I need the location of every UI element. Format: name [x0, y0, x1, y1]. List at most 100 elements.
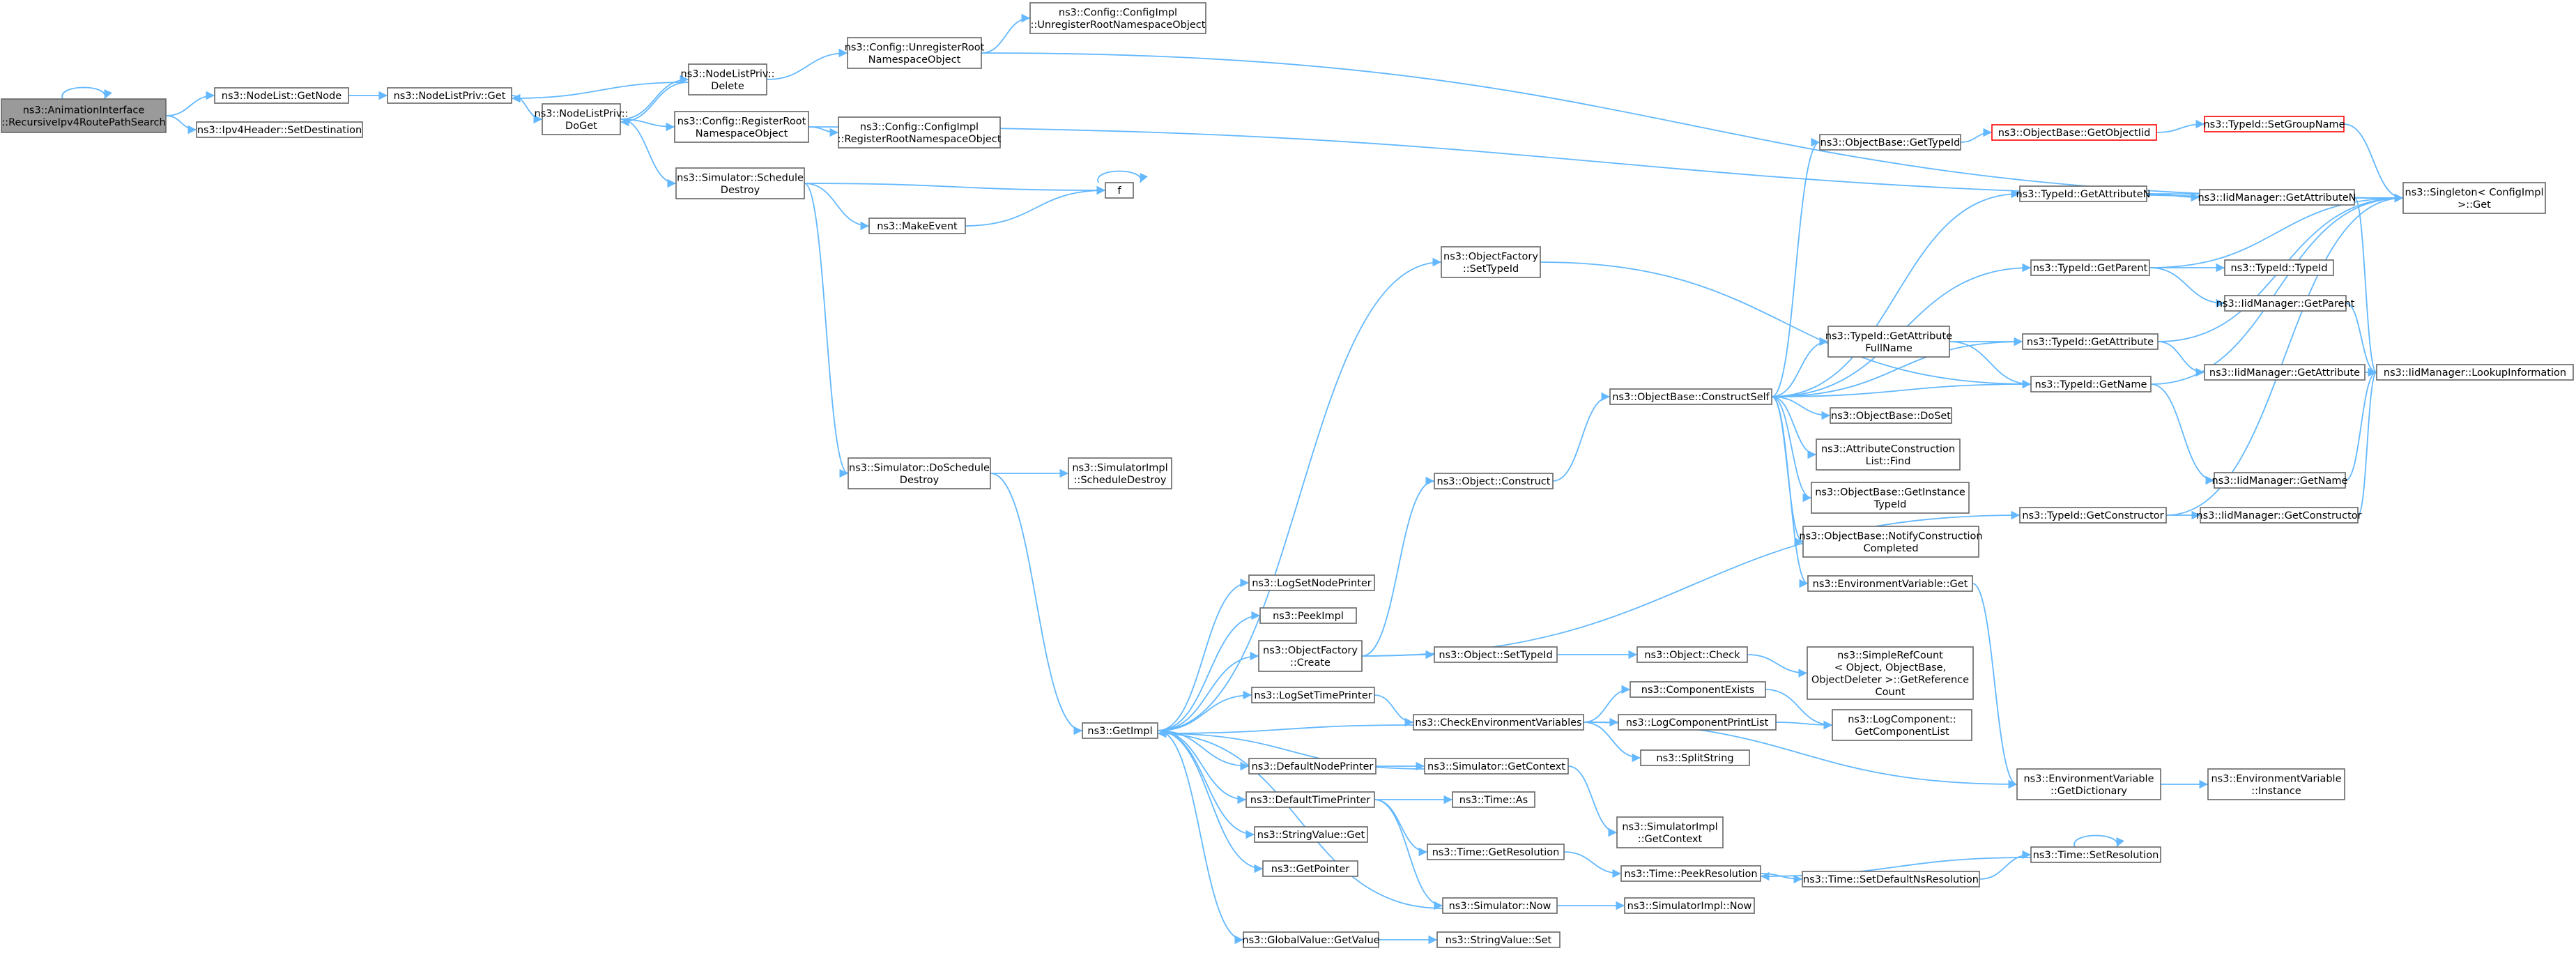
node-getimpl[interactable]: ns3::GetImpl [1082, 722, 1158, 739]
node-box [1, 98, 167, 133]
node-defaultnodeprinter[interactable]: ns3::DefaultNodePrinter [1248, 758, 1377, 775]
node-iidmgr-getconstructor[interactable]: ns3::IidManager::GetConstructor [2196, 507, 2362, 524]
edge [2343, 123, 2404, 203]
node-object-construct[interactable]: ns3::Object::Construct [1434, 473, 1554, 489]
edge [1157, 578, 1250, 731]
node-iidmgr-getattributen[interactable]: ns3::IidManager::GetAttributeN [2198, 189, 2356, 206]
edge [1157, 729, 1425, 770]
node-label: ns3::NodeListPriv:: [681, 68, 775, 79]
node-typeid-setgroupname[interactable]: ns3::TypeId::SetGroupName [2203, 116, 2345, 132]
node-time-as[interactable]: ns3::Time::As [1452, 791, 1535, 808]
node-splitstring[interactable]: ns3::SplitString [1640, 749, 1750, 766]
node-time-setdefaultns[interactable]: ns3::Time::SetDefaultNsResolution [1802, 871, 1980, 887]
node-iidmgr-getparent[interactable]: ns3::IidManager::GetParent [2216, 295, 2355, 312]
node-label: Destroy [900, 475, 940, 486]
node-label: ::UnregisterRootNamespaceObject [1031, 20, 1206, 31]
edge [1771, 137, 1820, 397]
node-label: ::GetDictionary [2050, 786, 2127, 797]
node-cfgimpl-reg[interactable]: ns3::Config::ConfigImpl::RegisterRootNam… [838, 116, 1002, 148]
node-cfg-unreg[interactable]: ns3::Config::UnregisterRootNamespaceObje… [845, 37, 985, 69]
node-singleton-get[interactable]: ns3::Singleton< ConfigImpl >::Get [2402, 182, 2546, 214]
node-stringvalue-get[interactable]: ns3::StringValue::Get [1254, 826, 1368, 843]
node-simimpl-now[interactable]: ns3::SimulatorImpl::Now [1624, 897, 1755, 914]
node-label: ns3::LogSetTimePrinter [1254, 690, 1372, 701]
node-envvar-getdict[interactable]: ns3::EnvironmentVariable::GetDictionary [2016, 768, 2161, 800]
node-typeid-typeid[interactable]: ns3::TypeId::TypeId [2224, 259, 2334, 276]
node-iidmgr-lookup[interactable]: ns3::IidManager::LookupInformation [2376, 364, 2574, 381]
node-time-peekresolution[interactable]: ns3::Time::PeekResolution [1620, 865, 1761, 882]
node-nl-getnode[interactable]: ns3::NodeList::GetNode [214, 87, 349, 104]
edge [2150, 383, 2215, 485]
node-simimpl-getcontext[interactable]: ns3::SimulatorImpl::GetContext [1616, 816, 1724, 848]
node-nlp-get[interactable]: ns3::NodeListPriv::Get [387, 87, 512, 104]
node-typeid-getparent[interactable]: ns3::TypeId::GetParent [2030, 259, 2150, 276]
node-box [1262, 860, 1358, 877]
node-objfactory-settypeid[interactable]: ns3::ObjectFactory::SetTypeId [1441, 246, 1541, 278]
node-label: ns3::EnvironmentVariable [2023, 773, 2154, 784]
edge [2157, 341, 2205, 377]
node-box [1618, 714, 1777, 731]
node-componentexists[interactable]: ns3::ComponentExists [1630, 681, 1766, 698]
node-label: ns3::Time::SetDefaultNsResolution [1803, 874, 1979, 885]
node-globalvalue-getvalue[interactable]: ns3::GlobalValue::GetValue [1242, 931, 1380, 948]
node-box [1802, 871, 1980, 887]
node-object-check[interactable]: ns3::Object::Check [1636, 646, 1748, 663]
edge [981, 13, 1031, 54]
node-logcomp-getlist[interactable]: ns3::LogComponent::GetComponentList [1832, 709, 1972, 741]
node-makeevent[interactable]: ns3::MakeEvent [868, 218, 966, 234]
node-box [1029, 2, 1206, 34]
node-label: ns3::TypeId::GetParent [2033, 263, 2148, 274]
node-typeid-getattributen[interactable]: ns3::TypeId::GetAttributeN [2016, 185, 2151, 202]
node-simimpl-schedule[interactable]: ns3::SimulatorImpl::ScheduleDestroy [1068, 457, 1172, 489]
node-ipv4-setdest[interactable]: ns3::Ipv4Header::SetDestination [196, 121, 363, 138]
node-cfg-reg[interactable]: ns3::Config::RegisterRootNamespaceObject [674, 111, 809, 143]
node-defaulttimeprinter[interactable]: ns3::DefaultTimePrinter [1245, 791, 1375, 808]
node-objfactory-create[interactable]: ns3::ObjectFactory::Create [1258, 640, 1363, 672]
node-objbase-gettypeid[interactable]: ns3::ObjectBase::GetTypeId [1819, 134, 1961, 151]
edge [1972, 583, 2018, 789]
node-getpointer[interactable]: ns3::GetPointer [1262, 860, 1358, 877]
node-label: NamespaceObject [868, 54, 961, 66]
node-simplerefcount[interactable]: ns3::SimpleRefCount< Object, ObjectBase,… [1807, 646, 1974, 700]
node-typeid-getattribute[interactable]: ns3::TypeId::GetAttribute [2022, 333, 2159, 350]
edge [1960, 128, 1993, 143]
node-sim-schedule[interactable]: ns3::Simulator::ScheduleDestroy [675, 167, 805, 199]
node-objbase-notify[interactable]: ns3::ObjectBase::NotifyConstructionCompl… [1799, 526, 1983, 558]
node-logsettimeprinter[interactable]: ns3::LogSetTimePrinter [1251, 687, 1375, 703]
node-logsetnodeprinter[interactable]: ns3::LogSetNodePrinter [1248, 574, 1375, 591]
node-iidmgr-getattribute[interactable]: ns3::IidManager::GetAttribute [2204, 364, 2366, 381]
node-sim-now[interactable]: ns3::Simulator::Now [1442, 897, 1558, 914]
node-nlp-doget[interactable]: ns3::NodeListPriv::DoGet [535, 103, 629, 135]
node-sim-getcontext[interactable]: ns3::Simulator::GetContext [1424, 758, 1569, 775]
node-typeid-getname[interactable]: ns3::TypeId::GetName [2030, 376, 2152, 392]
node-f[interactable]: f [1105, 182, 1134, 199]
edge [1361, 476, 1435, 657]
node-peekimpl[interactable]: ns3::PeekImpl [1259, 607, 1357, 624]
node-checkenvvars[interactable]: ns3::CheckEnvironmentVariables [1413, 714, 1584, 731]
node-objbase-constructself[interactable]: ns3::ObjectBase::ConstructSelf [1609, 388, 1772, 405]
node-envvar-instance[interactable]: ns3::EnvironmentVariable::Instance [2207, 768, 2345, 800]
node-box [2030, 259, 2150, 276]
node-logcomp-printlist[interactable]: ns3::LogComponentPrintList [1618, 714, 1777, 731]
node-objbase-getobjectiid[interactable]: ns3::ObjectBase::GetObjectIid [1991, 124, 2157, 141]
node-label: ::RecursiveIpv4RoutePathSearch [1, 117, 165, 128]
node-stringvalue-set[interactable]: ns3::StringValue::Set [1436, 931, 1561, 948]
node-root[interactable]: ns3::AnimationInterface::RecursiveIpv4Ro… [1, 98, 167, 133]
node-box [1811, 482, 1970, 514]
node-object-settypeid[interactable]: ns3::Object::SetTypeId [1434, 646, 1558, 663]
node-iidmgr-getname[interactable]: ns3::IidManager::GetName [2212, 472, 2348, 489]
node-box [1413, 714, 1584, 731]
node-objbase-doset[interactable]: ns3::ObjectBase::DoSet [1830, 407, 1952, 424]
node-time-setresolution[interactable]: ns3::Time::SetResolution [2030, 846, 2161, 863]
node-label: ns3::TypeId::GetAttribute [1825, 330, 1952, 342]
node-envvar-get[interactable]: ns3::EnvironmentVariable::Get [1807, 575, 1973, 592]
node-typeid-getconstructor[interactable]: ns3::TypeId::GetConstructor [2019, 507, 2167, 524]
node-nlp-delete[interactable]: ns3::NodeListPriv::Delete [681, 63, 775, 96]
node-cfgimpl-unreg[interactable]: ns3::Config::ConfigImpl::UnregisterRootN… [1029, 2, 1206, 34]
node-time-getresolution[interactable]: ns3::Time::GetResolution [1427, 844, 1565, 860]
